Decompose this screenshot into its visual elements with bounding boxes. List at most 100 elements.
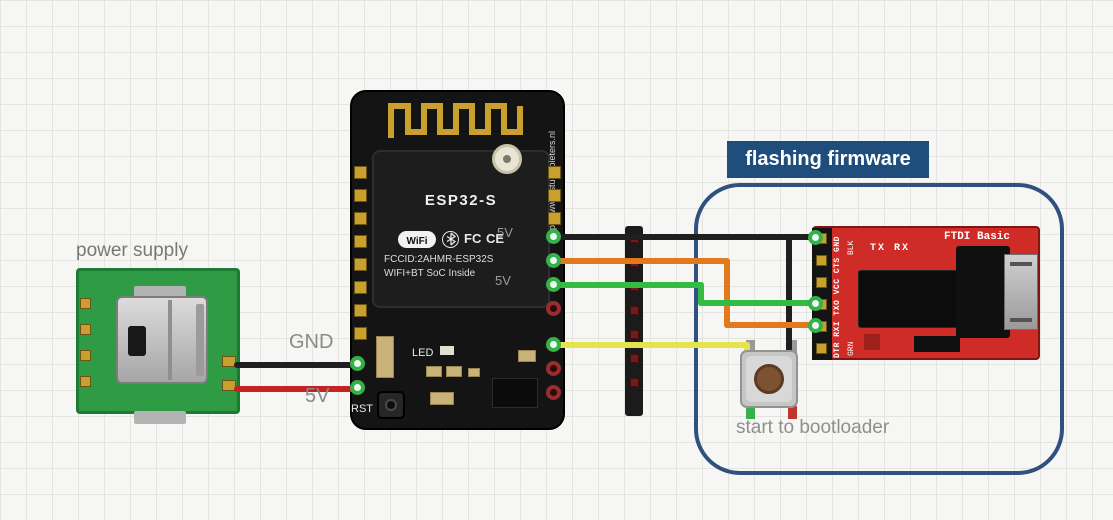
flashing-enclosure-outline xyxy=(694,183,1064,475)
wifi-logo-text: WiFi xyxy=(406,236,428,247)
ftdi-usb-slot xyxy=(1010,262,1032,266)
ic-chip xyxy=(492,378,538,408)
mini-usb-slot xyxy=(128,326,146,356)
ftdi-gnd-pin-connected xyxy=(808,230,823,245)
power-supply-pad xyxy=(80,298,91,309)
esp32-pad-right xyxy=(548,166,561,179)
mini-usb-seam xyxy=(196,304,204,376)
header-strip xyxy=(625,226,643,416)
wire-gnd xyxy=(234,362,362,368)
ufl-center-dot xyxy=(503,155,511,163)
esp32-pad-left xyxy=(354,327,367,340)
wire-gnd-esp32-ftdi xyxy=(554,234,816,240)
wire-yellow-seg1 xyxy=(554,342,750,348)
esp32-shield xyxy=(372,150,550,308)
ftdi-jumper-pad xyxy=(864,334,880,350)
rst-label: RST xyxy=(351,403,373,415)
button-leg-top-left xyxy=(746,340,755,353)
power-supply-pad xyxy=(80,350,91,361)
power-supply-pad xyxy=(80,324,91,335)
esp32-pin-connected xyxy=(546,229,561,244)
5v-label: 5V xyxy=(305,385,330,407)
component xyxy=(446,366,462,377)
ftdi-usb-shield xyxy=(1004,254,1038,330)
component xyxy=(376,336,394,378)
esp32-pad-left xyxy=(354,166,367,179)
ftdi-blk-label: BLK xyxy=(847,240,856,255)
wire-orange-seg2 xyxy=(724,258,730,328)
fcc-mark: FC xyxy=(464,231,482,246)
flashing-firmware-badge: flashing firmware xyxy=(727,141,929,178)
bootloader-label: start to bootloader xyxy=(736,417,890,438)
wire-green-seg2 xyxy=(698,282,704,306)
component xyxy=(430,392,454,405)
wire-green-seg3 xyxy=(698,300,820,306)
component xyxy=(518,350,536,362)
component xyxy=(426,366,442,377)
esp32-5v-pin xyxy=(350,380,365,395)
power-supply-out-pad xyxy=(222,380,236,391)
header-hole xyxy=(630,354,639,363)
esp32-pad-left xyxy=(354,235,367,248)
led-component xyxy=(440,346,454,355)
power-supply-label: power supply xyxy=(76,240,188,261)
esp32-pin xyxy=(546,361,561,376)
led-label: LED xyxy=(412,347,434,359)
fccid-line2: WIFI+BT SoC Inside xyxy=(384,268,476,279)
header-hole xyxy=(630,306,639,315)
button-leg-top-right xyxy=(788,340,797,353)
power-supply-out-pad xyxy=(222,356,236,367)
esp32-pad-left xyxy=(354,189,367,202)
ftdi-pin-labels: DTR RXI TXO VCC CTS GND xyxy=(833,236,842,358)
ce-mark: CE xyxy=(486,231,505,246)
esp32-pin xyxy=(546,385,561,400)
gnd-label: GND xyxy=(289,331,334,353)
ftdi-component xyxy=(914,336,960,352)
header-hole xyxy=(630,330,639,339)
header-hole xyxy=(630,378,639,387)
esp32-pad-left xyxy=(354,212,367,225)
pin-5v-label-mid: 5V xyxy=(495,273,511,288)
bluetooth-icon xyxy=(442,231,459,248)
ftdi-chip xyxy=(858,270,966,328)
wire-orange-seg3 xyxy=(724,322,820,328)
esp32-pad-right xyxy=(548,189,561,202)
ftdi-pin-header xyxy=(812,228,832,360)
ftdi-rx-pin-connected xyxy=(808,296,823,311)
flashing-firmware-label: flashing firmware xyxy=(745,148,911,170)
ftdi-usb-slot xyxy=(1010,318,1032,322)
wire-gnd-button-drop xyxy=(786,234,792,358)
ftdi-title: FTDI Basic xyxy=(944,231,1011,243)
ftdi-grn-label: GRN xyxy=(847,341,856,356)
usb-mount-tab xyxy=(134,286,186,299)
wire-green-seg1 xyxy=(554,282,704,288)
antenna-trace xyxy=(388,103,523,138)
pin-5v-label-top: 5V xyxy=(497,225,513,240)
mini-usb-seam xyxy=(168,300,172,380)
esp32-pad-right xyxy=(548,212,561,225)
wire-orange-seg1 xyxy=(554,258,730,264)
ftdi-pin xyxy=(816,277,827,288)
esp32-gnd-pin xyxy=(350,356,365,371)
wire-5v xyxy=(234,386,362,392)
ftdi-tx-pin-connected xyxy=(808,318,823,333)
rst-button-cap xyxy=(385,399,397,411)
esp32-chip-name: ESP32-S xyxy=(424,192,498,209)
button-leg-bottom-right xyxy=(788,406,797,419)
ftdi-pin xyxy=(816,343,827,354)
esp32-pin-connected xyxy=(546,253,561,268)
push-button-cap xyxy=(754,364,784,394)
esp32-pad-left xyxy=(354,304,367,317)
ftdi-usb-connector xyxy=(956,246,1010,338)
esp32-pad-left xyxy=(354,281,367,294)
button-leg-bottom-left xyxy=(746,406,755,419)
esp32-pin xyxy=(546,301,561,316)
esp32-pad-left xyxy=(354,258,367,271)
fccid-line1: FCCID:2AHMR-ESP32S xyxy=(384,254,494,265)
component xyxy=(468,368,480,377)
power-supply-pad xyxy=(80,376,91,387)
esp32-pin-connected xyxy=(546,277,561,292)
ftdi-pin xyxy=(816,255,827,266)
usb-mount-tab xyxy=(134,411,186,424)
